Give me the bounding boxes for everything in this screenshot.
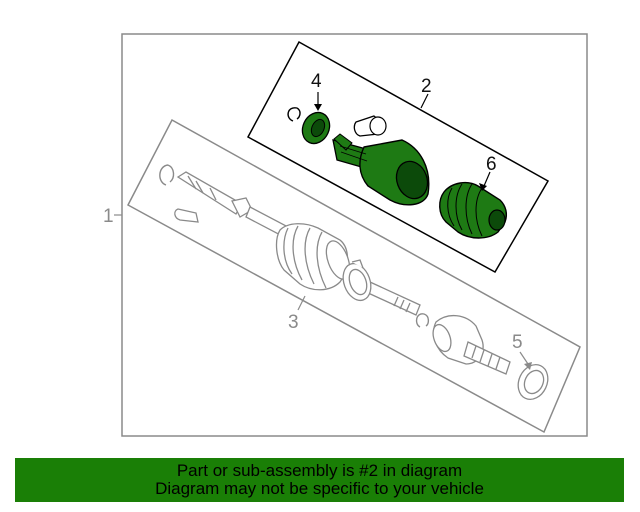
left-clip	[159, 164, 175, 186]
outer-boot	[275, 223, 351, 291]
banner-line-1: Part or sub-assembly is #2 in diagram	[176, 461, 463, 480]
axle-shaft	[245, 206, 421, 316]
outer-frame	[121, 33, 588, 437]
callout-4-arrowhead	[314, 104, 322, 111]
plug-part	[353, 115, 387, 137]
callout-2: 2	[421, 76, 432, 97]
callout-5-leader	[519, 351, 529, 365]
callout-4: 4	[311, 71, 322, 92]
outer-cv-joint	[432, 315, 511, 375]
cv-joint-housing	[332, 133, 430, 206]
callout-6: 6	[486, 154, 497, 175]
shaft-plug	[174, 208, 199, 223]
seal-part	[301, 111, 331, 145]
callout-6-leader	[483, 171, 491, 187]
snap-ring	[287, 107, 301, 122]
shaft-assembly-frame	[126, 118, 581, 434]
callout-3-leader	[297, 295, 306, 311]
banner-line-2: Diagram may not be specific to your vehi…	[155, 479, 484, 498]
inner-shaft	[176, 171, 253, 218]
boot-clamp	[342, 259, 372, 302]
callout-6-arrowhead	[479, 183, 487, 191]
subassembly-frame	[246, 40, 550, 274]
parts-diagram: 1 2 4 6	[103, 33, 588, 437]
callout-1: 1	[103, 206, 114, 227]
info-banner: Part or sub-assembly is #2 in diagram Di…	[15, 458, 624, 502]
outer-ring	[517, 363, 549, 401]
callout-3: 3	[288, 312, 299, 333]
outer-clip	[415, 313, 430, 328]
callout-5-arrowhead	[524, 362, 532, 370]
callout-2-leader	[420, 93, 429, 109]
boot-part	[439, 181, 508, 239]
callout-5: 5	[512, 332, 523, 353]
